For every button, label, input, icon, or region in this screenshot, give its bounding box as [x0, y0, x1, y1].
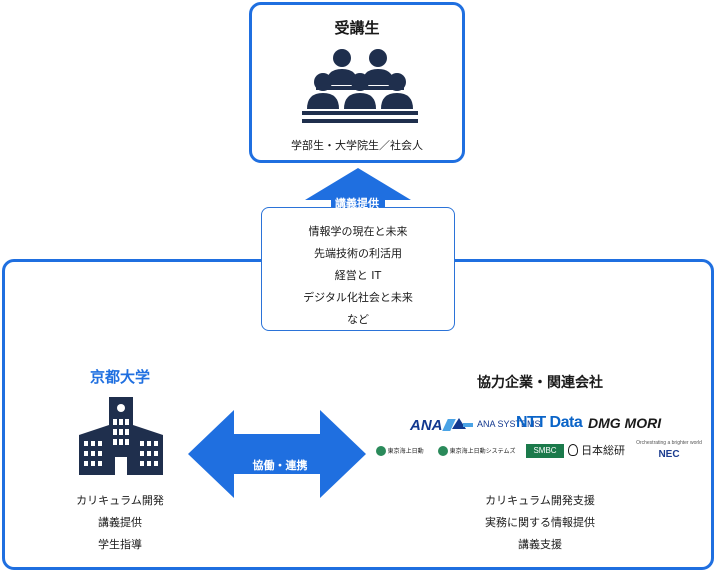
students-icon — [302, 49, 418, 123]
students-box: 受講生 学部生・大学院生／社会人 — [249, 2, 465, 163]
lecture-up-arrow — [305, 168, 411, 216]
topic-item: など — [347, 313, 369, 326]
topic-item: 情報学の現在と未来 — [308, 225, 408, 238]
ana-logo: ANA — [410, 417, 456, 434]
partner-role: 実務に関する情報提供 — [485, 516, 595, 529]
university-role: カリキュラム開発 — [76, 494, 164, 507]
partner-role: カリキュラム開発支援 — [485, 494, 595, 507]
students-subtitle: 学部生・大学院生／社会人 — [291, 139, 423, 152]
tokio-marine-systems-logo: 東京海上日動システムズ — [438, 446, 516, 456]
university-name: 京都大学 — [89, 368, 150, 386]
tokio-marine-logo: 東京海上日動 — [376, 446, 424, 456]
partners-title: 協力企業・関連会社 — [477, 375, 603, 391]
university-role: 講義提供 — [98, 516, 142, 529]
dmg-mori-logo: DMG MORI — [588, 415, 662, 431]
university-role: 学生指導 — [98, 538, 142, 551]
topic-item: 先端技術の利活用 — [314, 247, 402, 260]
topic-item: デジタル化社会と未来 — [303, 291, 413, 304]
partner-role: 講義支援 — [518, 538, 562, 551]
ntt-data-logo: NTT Data — [516, 414, 583, 431]
nri-logo: 日本総研 — [568, 442, 625, 458]
lecture-label: 講義提供 — [335, 197, 379, 210]
students-title: 受講生 — [334, 19, 380, 37]
smbc-logo: SMBC — [526, 444, 564, 458]
collaboration-label: 協働・連携 — [252, 459, 308, 472]
nec-logo: Orchestrating a brighter world NEC — [636, 440, 702, 460]
university-building-icon — [79, 397, 163, 475]
topic-item: 経営と IT — [334, 269, 382, 282]
ana-systems-logo: ANA SYSTEMS — [452, 418, 541, 429]
lecture-topics-box: 情報学の現在と未来 先端技術の利活用 経営と IT デジタル化社会と未来 など — [261, 207, 455, 331]
collaboration-arrow — [188, 410, 366, 498]
